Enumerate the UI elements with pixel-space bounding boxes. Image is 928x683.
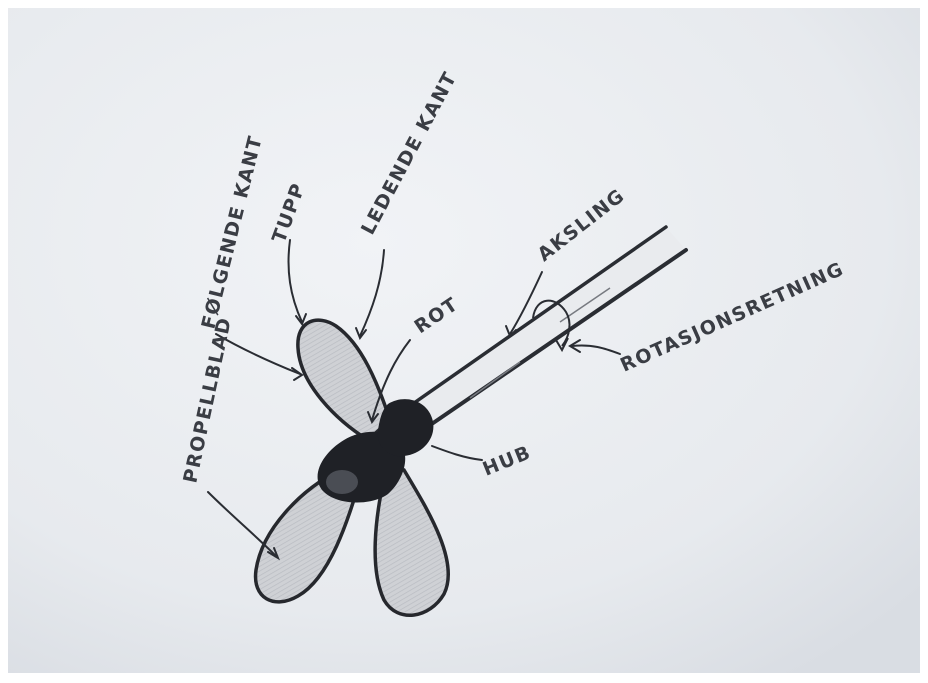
paper-sheet (8, 8, 920, 673)
